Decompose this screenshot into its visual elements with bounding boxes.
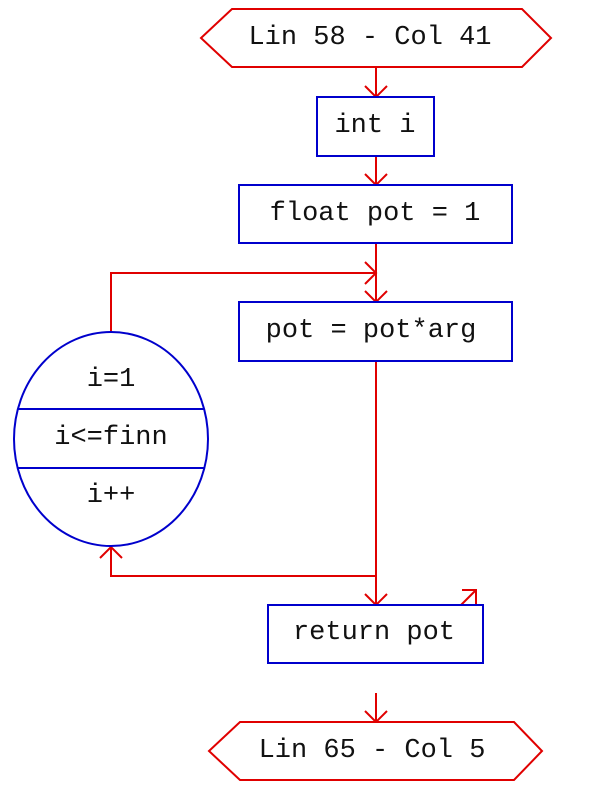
- arrowhead-return-exit: [462, 589, 477, 604]
- return-box: return pot: [267, 604, 484, 664]
- for-loop-ellipse: i=1 i<=finn i++: [13, 331, 209, 547]
- return-shape: [267, 604, 484, 664]
- start-terminal: Lin 58 - Col 41: [199, 8, 553, 68]
- for-loop-increment: i++: [87, 481, 136, 511]
- declare-i-label: int i: [334, 111, 415, 141]
- loop-body-shape: [238, 301, 513, 362]
- arrowhead-loop-top: [364, 261, 378, 285]
- connectors: [99, 67, 477, 724]
- declare-pot-box: float pot = 1: [238, 184, 513, 244]
- for-loop-shape: [13, 331, 209, 547]
- declare-i-box: int i: [316, 96, 435, 157]
- for-loop-init: i=1: [87, 365, 136, 395]
- loop-body-box: pot = pot*arg: [238, 301, 513, 362]
- for-loop-condition: i<=finn: [54, 423, 167, 453]
- declare-pot-shape: [238, 184, 513, 244]
- declare-pot-label: float pot = 1: [270, 199, 481, 229]
- declare-i-shape: [316, 96, 435, 157]
- return-label: return pot: [293, 618, 455, 648]
- connector-loop-top: [110, 272, 376, 333]
- end-terminal-label: Lin 65 - Col 5: [259, 736, 486, 766]
- start-terminal-label: Lin 58 - Col 41: [248, 23, 491, 53]
- end-terminal-shape: [207, 721, 544, 781]
- end-terminal: Lin 65 - Col 5: [207, 721, 544, 781]
- connector-loop-bottom: [110, 547, 376, 577]
- loop-body-label: pot = pot*arg: [266, 316, 477, 346]
- start-terminal-shape: [199, 8, 553, 68]
